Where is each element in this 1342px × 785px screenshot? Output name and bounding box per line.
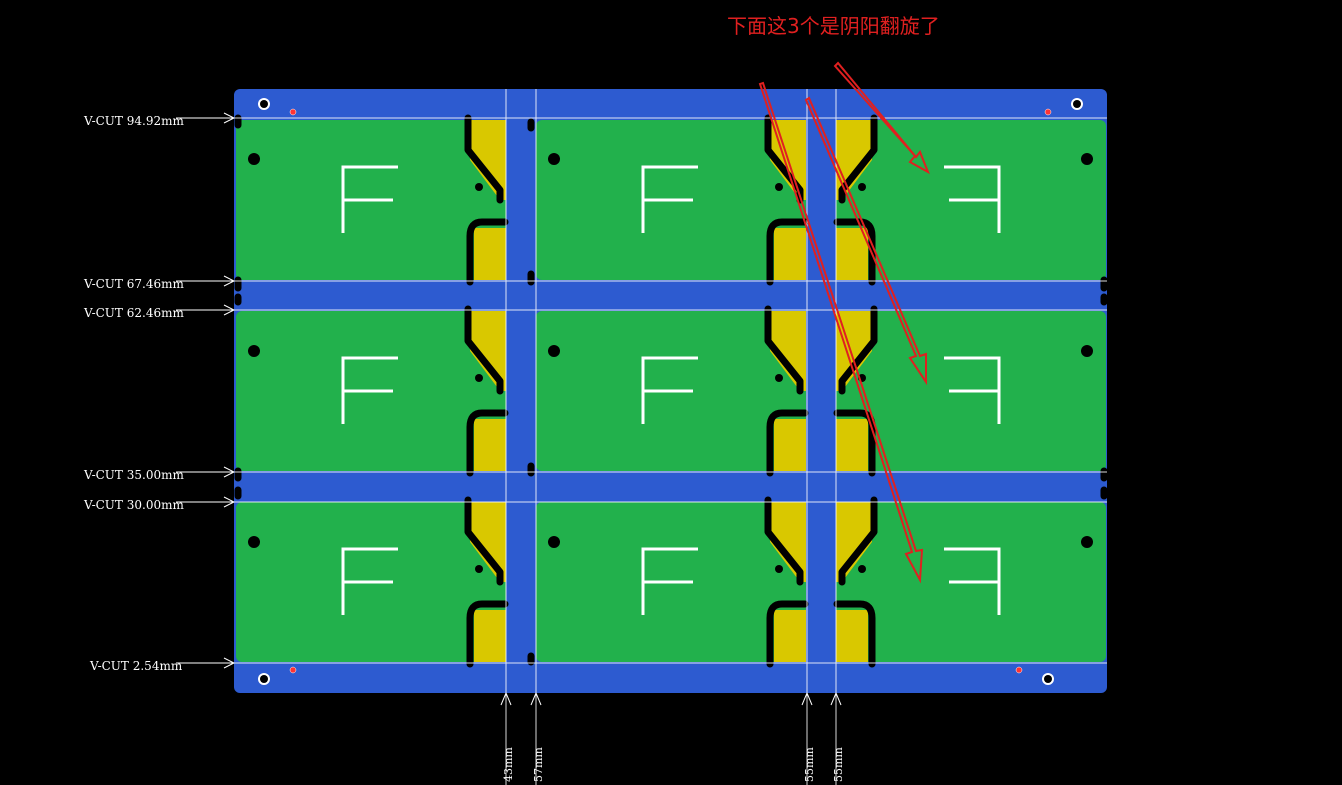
vcut-label: V-CUT 94.92mm [84,114,184,128]
vertical-dimension-label: 43mm [502,747,515,782]
vertical-dimension-label: 55mm [832,747,845,782]
board-outline-traces [234,114,1108,668]
vcut-arrows [176,112,842,706]
board-mounting-holes [248,153,1093,573]
vcut-label: V-CUT 30.00mm [84,498,184,512]
annotation-text: 下面这3个是阴阳翻旋了 [727,14,940,38]
annotation-arrows [758,61,930,584]
annotation-arrow-bottom [758,81,924,584]
board-letters [341,165,1001,615]
vcut-label: V-CUT 35.00mm [84,468,184,482]
vcut-label: V-CUT 62.46mm [84,306,184,320]
fiducial-marks [289,108,1052,674]
vcut-label: V-CUT 2.54mm [90,659,183,673]
tooling-holes [258,98,1083,685]
vcut-lines [234,89,1107,785]
vertical-dimension-label: 55mm [803,747,816,782]
annotation-arrow-middle [804,96,927,386]
vcut-label: V-CUT 67.46mm [84,277,184,291]
vertical-dimension-label: 57mm [532,747,545,782]
annotation-arrow-top [833,61,930,175]
